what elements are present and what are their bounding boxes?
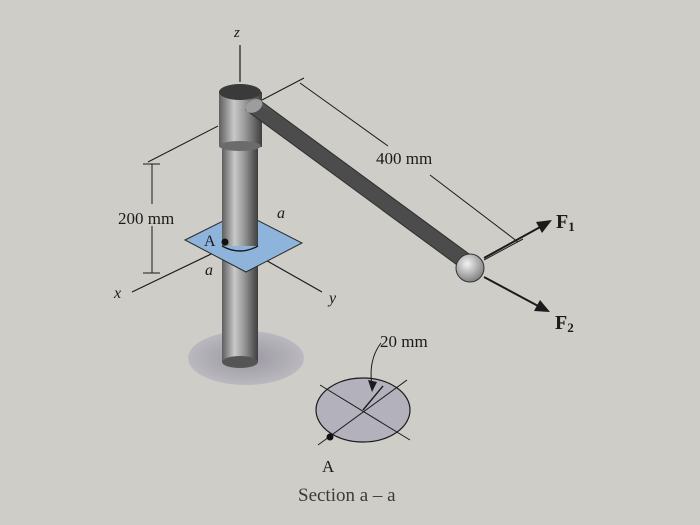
force-f2-label: F2 xyxy=(555,313,574,334)
force-f1-arrowhead xyxy=(536,220,552,233)
section-mark-bottom: a xyxy=(205,262,213,279)
dim-400-line-b xyxy=(429,174,519,243)
force-f1-shaft xyxy=(483,225,543,259)
dimension-400-label: 400 mm xyxy=(376,149,433,168)
force-f2-arrowhead xyxy=(534,300,550,312)
force-f2-subscript: 2 xyxy=(567,320,574,335)
force-f1-symbol: F xyxy=(556,211,569,233)
y-axis-line xyxy=(261,257,323,293)
x-axis-label: x xyxy=(114,285,122,302)
dim-400-ext-2 xyxy=(483,238,524,261)
force-f2-shaft xyxy=(483,276,541,308)
force-f1-label: F1 xyxy=(556,212,575,233)
arm-end-ball xyxy=(455,253,485,283)
dimension-20-label: 20 mm xyxy=(380,332,428,351)
post-upper xyxy=(222,142,258,246)
y-axis-label: y xyxy=(329,290,337,307)
collar-top xyxy=(219,84,261,100)
point-a-section-label: A xyxy=(322,457,335,476)
collar-bottom xyxy=(219,141,261,151)
dim-400-ext-1 xyxy=(261,77,305,101)
dim-200-top-ext xyxy=(147,125,219,163)
section-diag-1 xyxy=(319,384,411,441)
dim-20-arrowhead xyxy=(368,380,377,392)
dim-400-line-a xyxy=(299,82,389,147)
dimension-200-label: 200 mm xyxy=(118,209,175,228)
post-bottom-end xyxy=(222,356,258,368)
post-section-cut xyxy=(221,245,259,252)
section-caption: Section a – a xyxy=(298,485,396,506)
force-f1-subscript: 1 xyxy=(568,219,575,234)
section-mark-top: a xyxy=(277,205,285,222)
force-f2-symbol: F xyxy=(555,312,568,334)
point-a-section-marker xyxy=(326,433,334,441)
section-diag-2 xyxy=(317,379,408,446)
section-radius-line xyxy=(362,385,384,411)
arm-root xyxy=(245,99,263,113)
z-axis-label: z xyxy=(234,25,240,41)
point-a-marker xyxy=(221,238,229,246)
point-a-label: A xyxy=(204,233,216,250)
